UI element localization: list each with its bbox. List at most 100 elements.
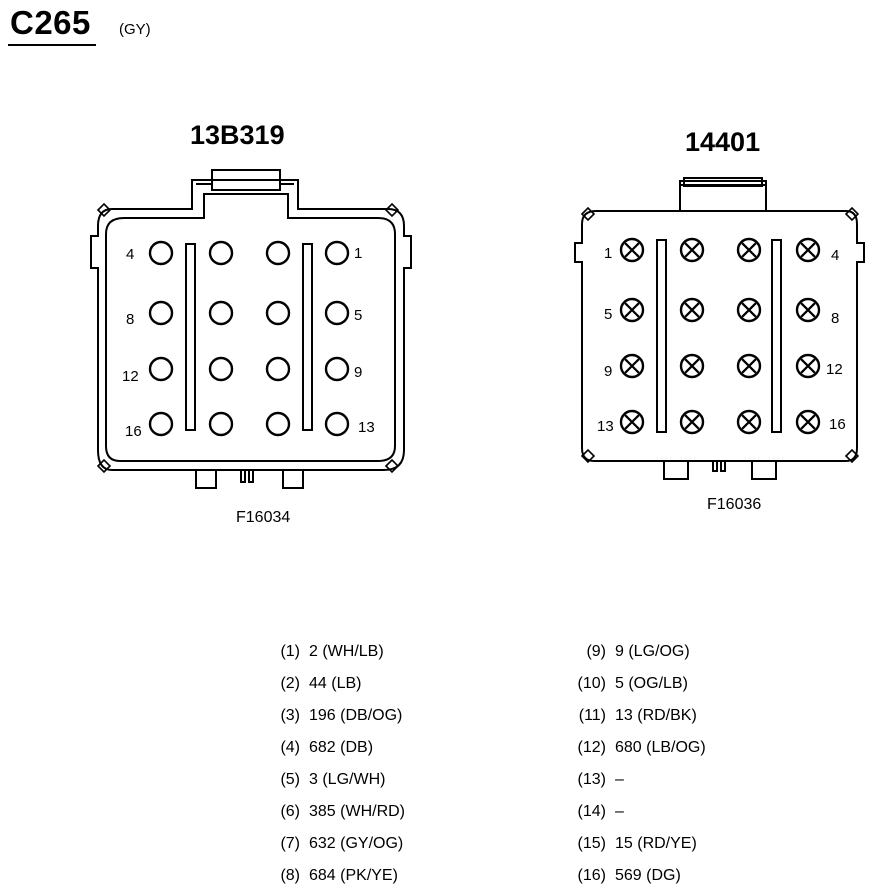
cavity-terminal-mark bbox=[800, 414, 816, 430]
pin-number: (6) bbox=[280, 803, 300, 820]
cavity-terminal-mark bbox=[624, 358, 640, 374]
pin-circuit: 682 (DB) bbox=[309, 739, 374, 756]
right-separator-bars bbox=[656, 239, 782, 433]
left-cavity-label: 5 bbox=[354, 307, 362, 324]
cavity-circle bbox=[148, 411, 174, 437]
pin-row: (3) 196 (DB/OG) bbox=[264, 707, 402, 725]
pin-row: (9)9 (LG/OG) bbox=[570, 643, 690, 661]
right-corner-marks bbox=[580, 206, 860, 464]
left-cavity-label: 13 bbox=[358, 419, 375, 436]
pin-row: (11) 13 (RD/BK) bbox=[570, 707, 697, 725]
left-cavity-label: 4 bbox=[126, 246, 134, 263]
cavity-terminal-mark bbox=[624, 242, 640, 258]
pin-number: (2) bbox=[280, 675, 300, 692]
cavity-terminal-mark bbox=[800, 242, 816, 258]
pin-row: (13)– bbox=[570, 771, 624, 789]
connector-diagram: 4 1 8 5 12 9 16 13 1 4 5 8 9 12 13 16 bbox=[90, 169, 865, 489]
pin-number: (3) bbox=[280, 707, 300, 724]
right-cavity-label: 5 bbox=[604, 306, 612, 323]
pin-number: (11) bbox=[578, 707, 606, 724]
left-cavity-label: 12 bbox=[122, 368, 139, 385]
pin-circuit: 569 (DG) bbox=[615, 867, 681, 884]
pin-row: (10) 5 (OG/LB) bbox=[570, 675, 688, 693]
left-cavity-label: 9 bbox=[354, 364, 362, 381]
left-separator-bars bbox=[185, 243, 313, 431]
cavity-terminal-mark bbox=[684, 358, 700, 374]
pin-number: (14) bbox=[577, 803, 606, 820]
cavity-circle bbox=[795, 237, 821, 263]
cavity-circle bbox=[679, 297, 705, 323]
cavity-terminal-mark bbox=[741, 242, 757, 258]
left-figure-number: F16034 bbox=[236, 509, 291, 526]
title-underline bbox=[8, 44, 96, 46]
cavity-terminal-mark bbox=[684, 302, 700, 318]
pin-row: (16) 569 (DG) bbox=[570, 867, 681, 885]
cavity-circle bbox=[265, 411, 291, 437]
pin-circuit: 5 (OG/LB) bbox=[615, 675, 688, 692]
left-connector-name: 13B319 bbox=[190, 120, 285, 150]
cavity-circle bbox=[324, 300, 350, 326]
pin-circuit: 2 (WH/LB) bbox=[309, 643, 384, 660]
pin-row: (1)2 (WH/LB) bbox=[264, 643, 384, 661]
right-connector-body bbox=[574, 177, 865, 480]
cavity-circle bbox=[148, 300, 174, 326]
right-cavity-label: 16 bbox=[829, 416, 846, 433]
right-cavity-label: 13 bbox=[597, 418, 614, 435]
cavity-circle bbox=[679, 353, 705, 379]
pin-row: (6) 385 (WH/RD) bbox=[264, 803, 405, 821]
pin-circuit: 9 (LG/OG) bbox=[615, 643, 690, 660]
cavity-circle bbox=[265, 356, 291, 382]
cavity-circle bbox=[148, 240, 174, 266]
pin-circuit: 632 (GY/OG) bbox=[309, 835, 404, 852]
cavity-circle bbox=[736, 297, 762, 323]
right-connector-name: 14401 bbox=[685, 127, 761, 157]
cavity-circle bbox=[679, 409, 705, 435]
cavity-circle bbox=[619, 409, 645, 435]
pin-row: (12) 680 (LB/OG) bbox=[570, 739, 706, 757]
connector-color-code: (GY) bbox=[119, 21, 151, 38]
cavity-circle bbox=[324, 240, 350, 266]
cavity-terminal-mark bbox=[624, 414, 640, 430]
pin-number: (10) bbox=[577, 675, 606, 692]
pin-number: (5) bbox=[280, 771, 300, 788]
cavity-circle bbox=[795, 409, 821, 435]
pin-number: (16) bbox=[577, 867, 606, 884]
cavity-circle bbox=[736, 237, 762, 263]
cavity-circle bbox=[324, 411, 350, 437]
pin-circuit: 680 (LB/OG) bbox=[615, 739, 706, 756]
pin-circuit: 684 (PK/YE) bbox=[309, 867, 398, 884]
cavity-circle bbox=[795, 297, 821, 323]
pin-row: (5) 3 (LG/WH) bbox=[264, 771, 385, 789]
pin-row: (7)632 (GY/OG) bbox=[264, 835, 403, 853]
pin-row: (8) 684 (PK/YE) bbox=[264, 867, 398, 885]
left-cavity-label: 8 bbox=[126, 311, 134, 328]
cavity-circle bbox=[208, 300, 234, 326]
pin-circuit: – bbox=[615, 771, 624, 788]
left-cavity-grid bbox=[148, 240, 350, 437]
right-cavity-label: 9 bbox=[604, 363, 612, 380]
pin-circuit: 13 (RD/BK) bbox=[615, 707, 697, 724]
pin-number: (12) bbox=[577, 739, 606, 756]
cavity-circle bbox=[619, 237, 645, 263]
cavity-circle bbox=[619, 353, 645, 379]
right-cavity-label: 12 bbox=[826, 361, 843, 378]
pin-circuit: 3 (LG/WH) bbox=[309, 771, 386, 788]
cavity-circle bbox=[208, 411, 234, 437]
cavity-circle bbox=[148, 356, 174, 382]
cavity-terminal-mark bbox=[800, 302, 816, 318]
pin-circuit: – bbox=[615, 803, 624, 820]
cavity-terminal-mark bbox=[741, 414, 757, 430]
pin-number: (13) bbox=[577, 771, 606, 788]
cavity-terminal-mark bbox=[800, 358, 816, 374]
cavity-terminal-mark bbox=[684, 414, 700, 430]
cavity-terminal-mark bbox=[684, 242, 700, 258]
cavity-circle bbox=[265, 300, 291, 326]
cavity-terminal-mark bbox=[741, 302, 757, 318]
pin-number: (8) bbox=[280, 867, 300, 884]
pin-row: (15)15 (RD/YE) bbox=[570, 835, 697, 853]
cavity-circle bbox=[795, 353, 821, 379]
pin-circuit: 385 (WH/RD) bbox=[309, 803, 406, 820]
pin-circuit: 196 (DB/OG) bbox=[309, 707, 403, 724]
left-corner-marks bbox=[96, 202, 400, 474]
right-cavity-label: 1 bbox=[604, 245, 612, 262]
